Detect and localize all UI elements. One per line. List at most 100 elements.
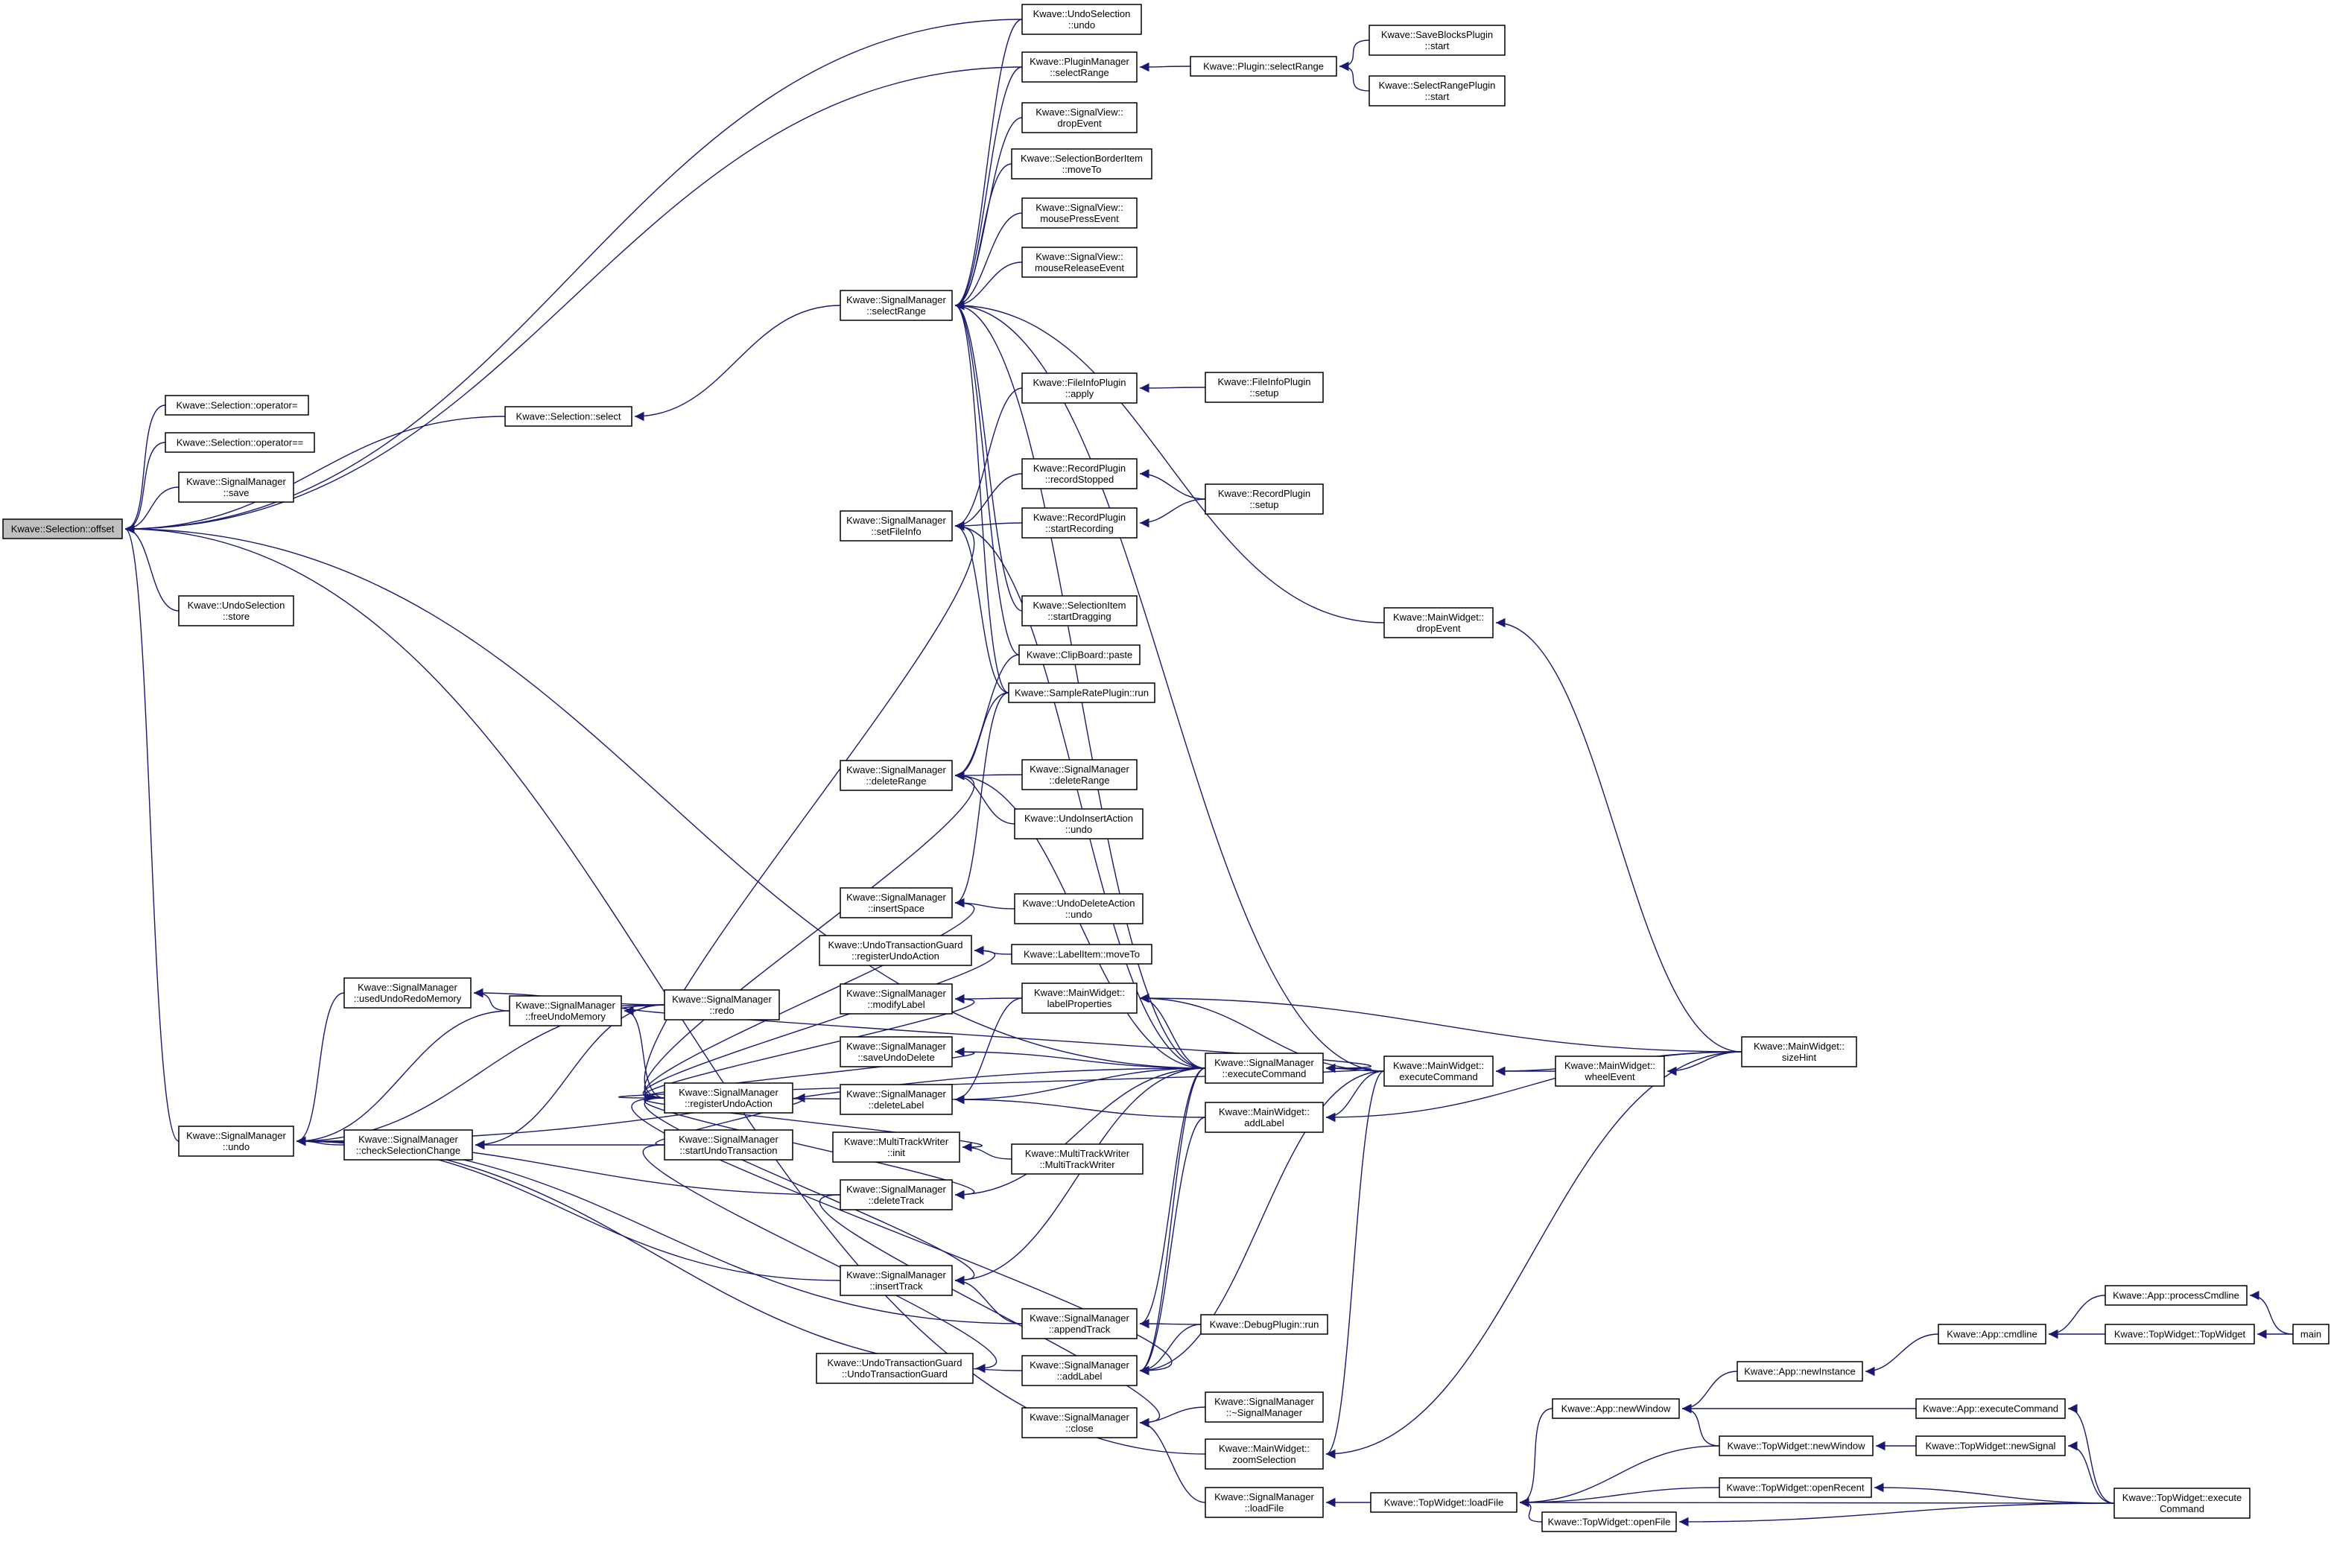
- graph-node-sel_select[interactable]: Kwave::Selection::select: [504, 406, 632, 427]
- graph-node-app_cmdline[interactable]: Kwave::App::cmdline: [1938, 1324, 2046, 1345]
- graph-node-sm_close[interactable]: Kwave::SignalManager::close: [1021, 1407, 1138, 1438]
- graph-node-sm_loadFile[interactable]: Kwave::SignalManager::loadFile: [1205, 1487, 1324, 1518]
- graph-node-main[interactable]: main: [2292, 1324, 2330, 1345]
- graph-node-sm_startUndo[interactable]: Kwave::SignalManager::startUndoTransacti…: [664, 1129, 793, 1161]
- graph-node-app_execCmd[interactable]: Kwave::App::executeCommand: [1915, 1398, 2066, 1419]
- call-edge-sm_addLabel-to-sm_undo: [296, 1136, 1023, 1371]
- graph-node-sm_appendTrack[interactable]: Kwave::SignalManager::appendTrack: [1021, 1308, 1138, 1339]
- graph-node-sm_execCmd[interactable]: Kwave::SignalManager::executeCommand: [1205, 1053, 1324, 1084]
- graph-node-sel_opeqeq[interactable]: Kwave::Selection::operator==: [165, 432, 315, 453]
- graph-node-mw_labelProps[interactable]: Kwave::MainWidget::labelProperties: [1021, 983, 1138, 1014]
- graph-node-rp_setup[interactable]: Kwave::RecordPlugin::setup: [1205, 483, 1324, 515]
- graph-node-si_startDrag[interactable]: Kwave::SelectionItem::startDragging: [1021, 595, 1138, 626]
- node-box: [1383, 1056, 1494, 1087]
- graph-node-sbi_move[interactable]: Kwave::SelectionBorderItem::moveTo: [1011, 148, 1152, 180]
- graph-node-mw_dropEvent[interactable]: Kwave::MainWidget::dropEvent: [1383, 607, 1494, 638]
- graph-node-app_newWindow[interactable]: Kwave::App::newWindow: [1552, 1398, 1680, 1419]
- node-label-line: Kwave::SelectionBorderItem: [1021, 153, 1143, 164]
- graph-node-utg_ctor[interactable]: Kwave::UndoTransactionGuard::UndoTransac…: [816, 1353, 974, 1384]
- call-edge-cb_paste-to-sm_deleteRange: [954, 654, 1020, 781]
- graph-node-mw_execCmd[interactable]: Kwave::MainWidget::executeCommand: [1383, 1056, 1494, 1087]
- graph-node-fip_setup[interactable]: Kwave::FileInfoPlugin::setup: [1205, 372, 1324, 403]
- graph-node-sm_usedUndo[interactable]: Kwave::SignalManager::usedUndoRedoMemory: [343, 977, 472, 1009]
- graph-node-uda_undo[interactable]: Kwave::UndoDeleteAction::undo: [1014, 893, 1144, 924]
- graph-node-utg_reg[interactable]: Kwave::UndoTransactionGuard::registerUnd…: [819, 935, 972, 966]
- graph-node-sm_save[interactable]: Kwave::SignalManager::save: [178, 472, 294, 503]
- graph-node-sm_insertSpace[interactable]: Kwave::SignalManager::insertSpace: [840, 887, 953, 918]
- graph-node-sm_redo[interactable]: Kwave::SignalManager::redo: [664, 989, 780, 1021]
- graph-node-cb_paste[interactable]: Kwave::ClipBoard::paste: [1018, 644, 1141, 665]
- graph-node-mw_sizeHint[interactable]: Kwave::MainWidget::sizeHint: [1741, 1036, 1857, 1067]
- node-label-line: Kwave::Selection::operator=: [177, 400, 298, 411]
- graph-node-mw_addLabel[interactable]: Kwave::MainWidget::addLabel: [1205, 1102, 1324, 1133]
- graph-node-sm_modifyLabel[interactable]: Kwave::SignalManager::modifyLabel: [840, 983, 953, 1015]
- graph-node-sm_setFileInfo[interactable]: Kwave::SignalManager::setFileInfo: [840, 510, 953, 542]
- graph-node-srangep_start[interactable]: Kwave::SelectRangePlugin::start: [1369, 75, 1506, 107]
- graph-node-sm_regUndo[interactable]: Kwave::SignalManager::registerUndoAction: [664, 1082, 793, 1114]
- graph-node-tw_execCmd[interactable]: Kwave::TopWidget::executeCommand: [2113, 1488, 2251, 1519]
- graph-node-sm2_deleteRange[interactable]: Kwave::SignalManager::deleteRange: [1021, 759, 1138, 790]
- call-edge-app_newInstance-to-app_newWindow: [1681, 1371, 1738, 1414]
- graph-node-mw_wheel[interactable]: Kwave::MainWidget::wheelEvent: [1555, 1056, 1665, 1087]
- graph-node-app_newInstance[interactable]: Kwave::App::newInstance: [1737, 1361, 1863, 1382]
- node-label-line: ::deleteRange: [1050, 775, 1110, 786]
- graph-node-root[interactable]: Kwave::Selection::offset: [2, 518, 123, 539]
- graph-node-sm_freeUndo[interactable]: Kwave::SignalManager::freeUndoMemory: [509, 995, 622, 1026]
- graph-node-tw_openFile[interactable]: Kwave::TopWidget::openFile: [1541, 1511, 1677, 1532]
- node-label-line: Kwave::App::cmdline: [1947, 1329, 2037, 1340]
- graph-node-sm_insertTrack[interactable]: Kwave::SignalManager::insertTrack: [840, 1265, 953, 1296]
- graph-node-app_processCmd[interactable]: Kwave::App::processCmdline: [2105, 1285, 2248, 1306]
- graph-node-sm_deleteLabel[interactable]: Kwave::SignalManager::deleteLabel: [840, 1084, 953, 1115]
- node-box: [165, 432, 315, 453]
- graph-node-rp_stopped[interactable]: Kwave::RecordPlugin::recordStopped: [1021, 458, 1138, 489]
- graph-node-sv_press[interactable]: Kwave::SignalView::mousePressEvent: [1021, 197, 1138, 229]
- graph-node-tw_ctor[interactable]: Kwave::TopWidget::TopWidget: [2105, 1324, 2255, 1345]
- graph-node-rp_startRec[interactable]: Kwave::RecordPlugin::startRecording: [1021, 507, 1138, 539]
- node-box: [2105, 1324, 2255, 1345]
- call-edge-sm_startUndo-to-utg_ctor: [642, 1144, 998, 1374]
- call-edge-srp_run-to-sm_deleteRange: [954, 692, 1009, 781]
- graph-node-sel_opeq[interactable]: Kwave::Selection::operator=: [165, 395, 309, 416]
- call-edge-sm_usedUndo-to-sm_undo: [296, 992, 345, 1146]
- graph-node-sm_deleteRange[interactable]: Kwave::SignalManager::deleteRange: [840, 760, 953, 791]
- graph-node-sv_drop[interactable]: Kwave::SignalView::dropEvent: [1021, 102, 1138, 133]
- graph-node-sm_saveUndoDel[interactable]: Kwave::SignalManager::saveUndoDelete: [840, 1036, 953, 1067]
- graph-node-sbp_start[interactable]: Kwave::SaveBlocksPlugin::start: [1369, 25, 1506, 56]
- graph-node-us_store[interactable]: Kwave::UndoSelection::store: [178, 595, 294, 626]
- graph-node-mw_zoomSel[interactable]: Kwave::MainWidget::zoomSelection: [1205, 1438, 1324, 1470]
- node-box: [1741, 1036, 1857, 1067]
- graph-node-li_move[interactable]: Kwave::LabelItem::moveTo: [1011, 944, 1152, 965]
- node-label-line: Kwave::PluginManager: [1030, 56, 1129, 67]
- node-box: [1021, 247, 1138, 278]
- graph-node-sv_release[interactable]: Kwave::SignalView::mouseReleaseEvent: [1021, 247, 1138, 278]
- graph-node-sm_addLabel[interactable]: Kwave::SignalManager::addLabel: [1021, 1355, 1138, 1386]
- graph-node-tw_newWindow[interactable]: Kwave::TopWidget::newWindow: [1719, 1435, 1874, 1456]
- graph-node-fip_apply[interactable]: Kwave::FileInfoPlugin::apply: [1021, 372, 1138, 404]
- graph-node-tw_loadFile[interactable]: Kwave::TopWidget::loadFile: [1370, 1492, 1517, 1513]
- node-label-line: ::selectRange: [866, 305, 926, 317]
- graph-node-srp_run[interactable]: Kwave::SampleRatePlugin::run: [1008, 682, 1155, 703]
- graph-node-pl_selectRange[interactable]: Kwave::Plugin::selectRange: [1190, 56, 1337, 77]
- graph-node-tw_openRecent[interactable]: Kwave::TopWidget::openRecent: [1719, 1477, 1872, 1498]
- graph-node-tw_newSignal[interactable]: Kwave::TopWidget::newSignal: [1915, 1435, 2066, 1456]
- call-edge-sm_regUndo-to-sm_execCmd: [618, 1063, 1371, 1099]
- call-edge-sbi_move-to-sm_selectRange: [954, 163, 1012, 311]
- graph-node-dp_run[interactable]: Kwave::DebugPlugin::run: [1200, 1314, 1328, 1335]
- node-box: [1369, 25, 1506, 56]
- graph-node-mtw_ctor[interactable]: Kwave::MultiTrackWriter::MultiTrackWrite…: [1011, 1143, 1144, 1175]
- node-box: [504, 406, 632, 427]
- graph-node-sm_deleteTrack[interactable]: Kwave::SignalManager::deleteTrack: [840, 1179, 953, 1210]
- graph-node-mtw_init[interactable]: Kwave::MultiTrackWriter::init: [832, 1131, 960, 1163]
- graph-node-uia_undo[interactable]: Kwave::UndoInsertAction::undo: [1014, 808, 1144, 839]
- call-edge-tw_newWindow-to-tw_loadFile: [1519, 1445, 1720, 1508]
- node-label-line: Kwave::DebugPlugin::run: [1210, 1319, 1319, 1330]
- graph-node-us_undo[interactable]: Kwave::UndoSelection::undo: [1021, 4, 1142, 35]
- call-edge-sm_selectRange-to-sel_select: [634, 305, 841, 422]
- node-label-line: ::deleteLabel: [869, 1099, 925, 1111]
- graph-node-sm_checkSel[interactable]: Kwave::SignalManager::checkSelectionChan…: [343, 1129, 473, 1161]
- graph-node-sm_undo[interactable]: Kwave::SignalManager::undo: [178, 1126, 294, 1157]
- call-edge-sm_regUndo-to-sm_deleteTrack: [644, 1097, 974, 1200]
- graph-node-sm_selectRange[interactable]: Kwave::SignalManager::selectRange: [840, 290, 953, 321]
- graph-node-sm_dtor[interactable]: Kwave::SignalManager::~SignalManager: [1205, 1391, 1324, 1423]
- graph-node-pm_selectRange[interactable]: Kwave::PluginManager::selectRange: [1021, 51, 1138, 83]
